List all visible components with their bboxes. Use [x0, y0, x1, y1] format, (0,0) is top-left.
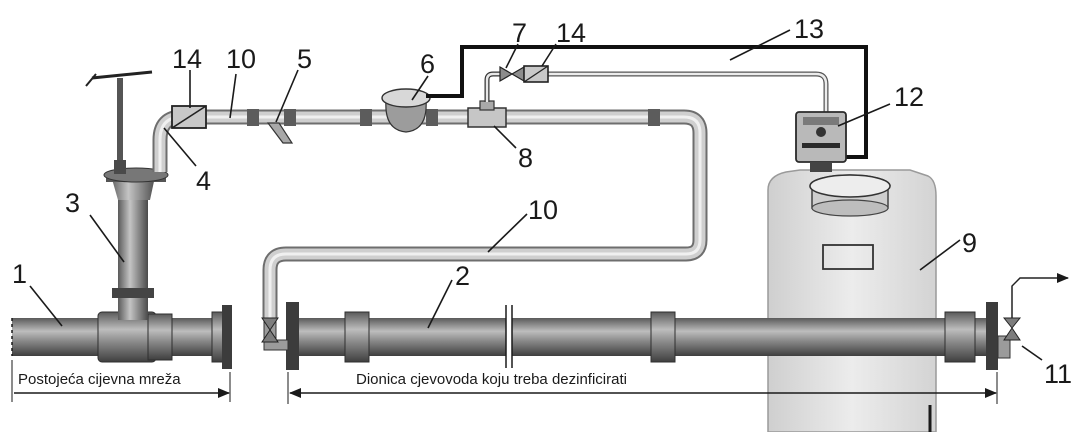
- callout-14-right: 14: [556, 18, 586, 48]
- check-valve-right: [523, 65, 549, 83]
- dosing-tube: [484, 71, 829, 112]
- callout-4: 4: [196, 166, 211, 196]
- outlet-valve: [997, 273, 1069, 359]
- callout-10-lower: 10: [528, 195, 558, 225]
- callout-9: 9: [962, 228, 977, 258]
- dosing-valve: [499, 65, 525, 83]
- leader-lines: [29, 29, 1043, 361]
- upper-hose: [152, 109, 708, 320]
- dimension-section: [287, 372, 998, 404]
- tank-label-plate: [822, 244, 874, 270]
- callout-12: 12: [894, 82, 924, 112]
- water-meter: [381, 88, 431, 133]
- check-valve-left: [171, 105, 207, 129]
- callout-11: 11: [1044, 359, 1072, 389]
- callout-13: 13: [794, 14, 824, 44]
- callout-7: 7: [512, 18, 527, 48]
- callout-3: 3: [65, 188, 80, 218]
- callout-14-left: 14: [172, 44, 202, 74]
- dosing-pump: [795, 111, 847, 172]
- callout-8: 8: [518, 143, 533, 173]
- existing-pipe: [11, 305, 232, 369]
- callout-6: 6: [420, 49, 435, 79]
- callout-10-upper: 10: [226, 44, 256, 74]
- caption-existing-network: Postojeća cijevna mreža: [18, 371, 181, 388]
- inlet-connection: [261, 317, 289, 351]
- caption-section-to-disinfect: Dionica cjevovoda koju treba dezinficira…: [356, 371, 627, 388]
- end-flange: [222, 305, 232, 369]
- dosing-tank: [767, 169, 937, 432]
- sample-tap: [266, 122, 294, 144]
- hydrant-riser: [85, 70, 169, 320]
- hose-couplings: [247, 109, 660, 126]
- section-pipe: [286, 302, 998, 370]
- signal-cable: [426, 45, 868, 159]
- injection-tee: [467, 100, 507, 128]
- dimension-existing: [11, 360, 231, 402]
- callout-5: 5: [297, 44, 312, 74]
- callout-1: 1: [12, 259, 27, 289]
- callout-2: 2: [455, 261, 470, 291]
